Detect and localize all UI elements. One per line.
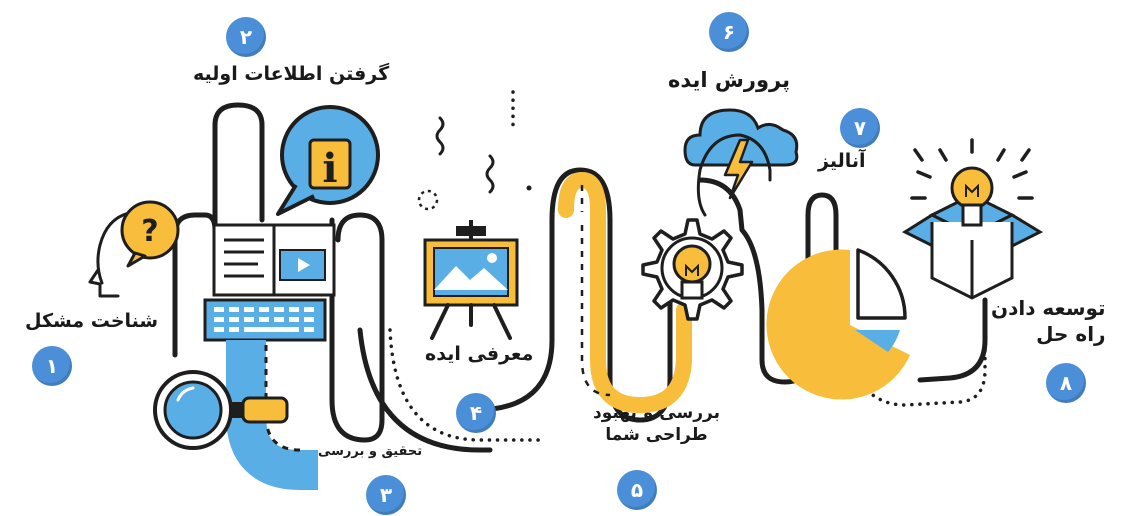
path-segment-5 xyxy=(472,167,673,423)
step-5-label: بررسی و بهبود طراحی شما xyxy=(593,402,720,446)
step-8-label: توسعه دادن راه حل xyxy=(991,295,1106,347)
info-bubble-icon: i xyxy=(276,105,380,216)
path-segment-2 xyxy=(329,212,385,443)
step-7-label: آنالیز xyxy=(818,150,866,172)
cloud-head-icon xyxy=(683,108,799,217)
step-8-badge: ۸ xyxy=(1046,363,1086,403)
box-bulb-icon xyxy=(901,138,1044,300)
keyboard-icon xyxy=(203,298,327,342)
step-2-badge: ۲ xyxy=(226,17,266,57)
step-7-badge: ۷ xyxy=(840,108,880,148)
step-5-badge: ۵ xyxy=(617,470,657,510)
step-2-label: گرفتن اطلاعات اولیه xyxy=(193,63,390,85)
easel-icon xyxy=(423,220,519,340)
path-segment-yellow-dash xyxy=(580,185,611,397)
step-5-label-line-1: بررسی و بهبود xyxy=(593,403,720,423)
path-segment-8 xyxy=(917,297,988,383)
step-1-badge: ۱ xyxy=(32,346,72,386)
question-symbol: ? xyxy=(141,214,158,249)
magnifier-icon xyxy=(153,370,289,450)
step-5-label-line-2: طراحی شما xyxy=(605,425,708,446)
step-6-label: پرورش ایده xyxy=(668,68,790,92)
decor-squiggles xyxy=(417,90,532,211)
path-segment-6 xyxy=(697,177,839,385)
step-3-label: تحقیق و بررسی xyxy=(318,444,423,459)
step-1-label: شناخت مشکل xyxy=(25,310,159,332)
open-book-icon xyxy=(212,223,336,297)
path-segment-4 xyxy=(357,327,493,453)
path-segment-yellow xyxy=(558,171,692,414)
step-6-badge: ۶ xyxy=(709,12,749,52)
step-8-label-line-2: راه حل xyxy=(1036,322,1106,346)
gear-bulb-icon xyxy=(641,218,744,321)
step-4-label: معرفی ایده xyxy=(425,343,534,365)
head-question-icon: ? xyxy=(88,200,180,298)
pie-chart-icon xyxy=(766,248,910,400)
info-symbol: i xyxy=(322,145,337,192)
step-4-badge: ۴ xyxy=(456,393,496,433)
step-8-label-line-1: توسعه دادن xyxy=(991,296,1106,320)
step-3-badge: ۳ xyxy=(366,475,406,515)
